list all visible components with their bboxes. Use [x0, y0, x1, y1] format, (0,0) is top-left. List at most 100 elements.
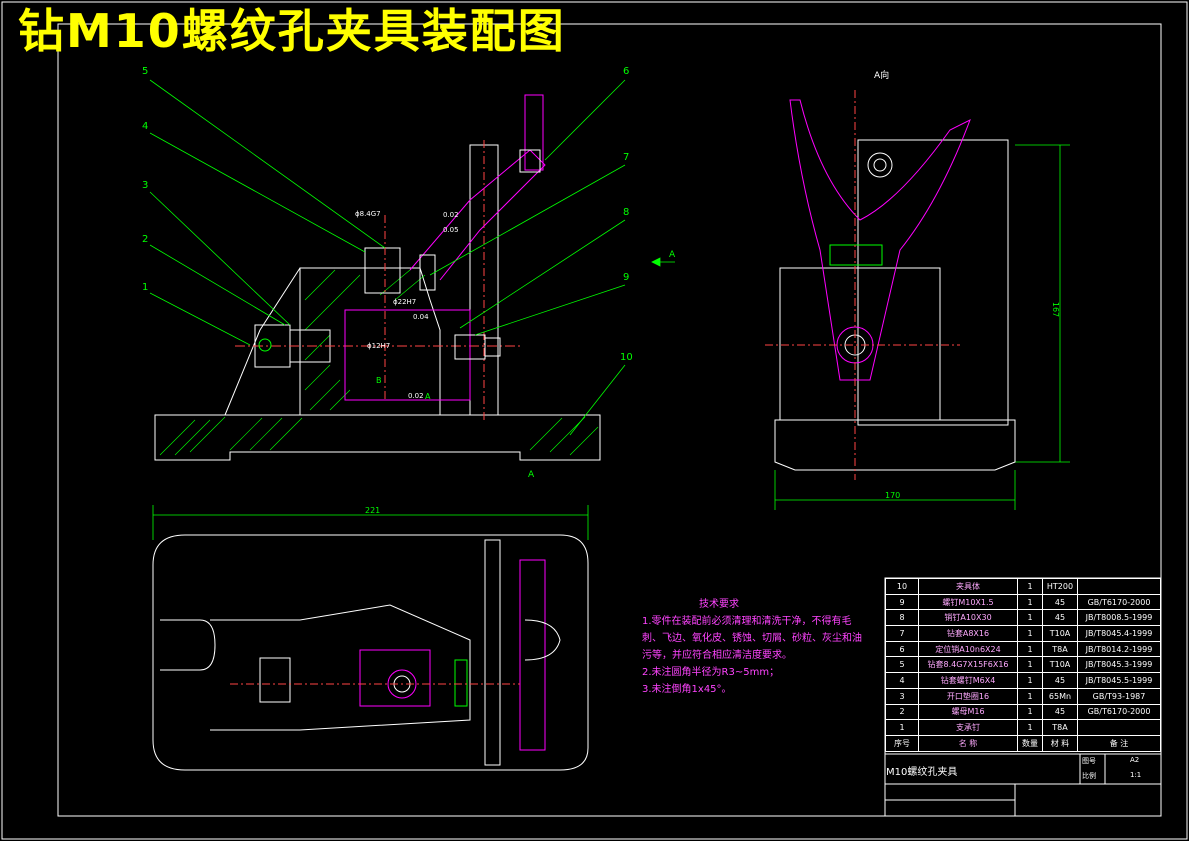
bom-cell-no: 4 — [885, 672, 919, 689]
callout-7: 7 — [623, 152, 630, 163]
bom-cell-standard: JB/T8045.5-1999 — [1077, 672, 1161, 689]
callout-10: 10 — [620, 352, 633, 363]
bom-cell-name: 定位销A10n6X24 — [918, 640, 1018, 658]
bom-cell-no: 6 — [885, 640, 919, 658]
dim-170: 170 — [885, 491, 901, 500]
bom-cell-material: T8A — [1042, 640, 1078, 658]
bom-header-qty: 数量 — [1017, 734, 1043, 752]
tech-line: 2.未注圆角半径为R3~5mm； — [642, 667, 780, 678]
title-block-sheet-label: 图号 — [1082, 757, 1096, 765]
bom-cell-standard: GB/T93-1987 — [1077, 687, 1161, 705]
tol-perp: 0.04 — [413, 313, 429, 321]
callout-1: 1 — [142, 282, 149, 293]
bom-cell-name: 螺钉M10X1.5 — [918, 593, 1018, 611]
tech-heading: 技术要求 — [699, 599, 739, 610]
bom-cell-qty: 1 — [1017, 672, 1043, 689]
bom-cell-material: 45 — [1042, 593, 1078, 611]
bom-cell-qty: 1 — [1017, 593, 1043, 611]
bom-cell-no: 3 — [885, 687, 919, 705]
tol-flat: 0.05 — [443, 226, 459, 234]
bom-cell-material: T10A — [1042, 625, 1078, 642]
bom-header-no: 序号 — [885, 734, 919, 752]
dim-bore: ϕ22H7 — [393, 298, 417, 306]
front-section-view — [154, 94, 601, 461]
bom-cell-standard: JB/T8014.2-1999 — [1077, 640, 1161, 658]
tol-parallel: 0.02 — [443, 211, 459, 219]
title-block-name: M10螺纹孔夹具 — [886, 767, 958, 778]
bom-cell-qty: 1 — [1017, 656, 1043, 674]
dim-pin: ϕ12H7 — [367, 342, 391, 350]
bom-cell-no: 1 — [885, 719, 919, 736]
bom-cell-standard: JB/T8008.5-1999 — [1077, 609, 1161, 627]
bom-header-material: 材 料 — [1042, 734, 1078, 752]
bom-cell-material: 45 — [1042, 609, 1078, 627]
bom-cell-standard: GB/T6170-2000 — [1077, 703, 1161, 721]
bom-cell-name: 钻套8.4G7X15F6X16 — [918, 656, 1018, 674]
callout-2: 2 — [142, 234, 149, 245]
callout-9: 9 — [623, 272, 630, 283]
tol-bottom: 0.02 — [408, 392, 424, 400]
inner-frame — [57, 23, 1162, 817]
title-block-scale-label: 比例 — [1082, 772, 1096, 780]
tech-line: 3.未注倒角1x45°。 — [642, 684, 732, 695]
callout-6: 6 — [623, 66, 630, 77]
bom-header-name: 名 称 — [918, 734, 1018, 752]
bom-cell-material: HT200 — [1042, 578, 1078, 595]
technical-requirements: 技术要求 1.零件在装配前必须清理和清洗干净，不得有毛 刺、飞边、氧化皮、锈蚀、… — [642, 596, 862, 698]
callout-4: 4 — [142, 121, 149, 132]
bom-cell-standard — [1077, 719, 1161, 736]
callout-8: 8 — [623, 207, 630, 218]
bom-cell-name: 销钉A10X30 — [918, 609, 1018, 627]
datum-b-label: B — [376, 376, 382, 385]
bom-cell-standard: JB/T8045.4-1999 — [1077, 625, 1161, 642]
bom-cell-no: 7 — [885, 625, 919, 642]
bom-cell-qty: 1 — [1017, 578, 1043, 595]
bom-cell-material: 45 — [1042, 672, 1078, 689]
bom-cell-name: 夹具体 — [918, 578, 1018, 595]
bom-cell-qty: 1 — [1017, 719, 1043, 736]
view-label-a: A向 — [874, 71, 890, 81]
bom-cell-qty: 1 — [1017, 609, 1043, 627]
dim-hole: ϕ8.4G7 — [355, 210, 381, 218]
dim-167: 167 — [1051, 301, 1061, 318]
bom-cell-no: 9 — [885, 593, 919, 611]
tech-line: 刺、飞边、氧化皮、锈蚀、切屑、砂粒、灰尘和油 — [642, 633, 862, 644]
callout-5: 5 — [142, 66, 149, 77]
section-arrow-label: A — [669, 250, 676, 260]
bom-cell-qty: 1 — [1017, 687, 1043, 705]
title-block-scale-value: 1:1 — [1130, 771, 1142, 779]
tech-line: 1.零件在装配前必须清理和清洗干净，不得有毛 — [642, 616, 852, 627]
bom-cell-material: T8A — [1042, 719, 1078, 736]
bom-cell-no: 2 — [885, 703, 919, 721]
bom-cell-no: 5 — [885, 656, 919, 674]
bom-cell-qty: 1 — [1017, 703, 1043, 721]
bom-cell-standard: JB/T8045.3-1999 — [1077, 656, 1161, 674]
bom-cell-no: 10 — [885, 578, 919, 595]
datum-a-label: A — [425, 392, 431, 401]
bom-cell-standard: GB/T6170-2000 — [1077, 593, 1161, 611]
bom-cell-name: 开口垫圈16 — [918, 687, 1018, 705]
dim-221: 221 — [365, 506, 381, 515]
bom-header-row: 序号名 称数量材 料备 注 — [885, 734, 1161, 752]
top-view — [152, 534, 589, 771]
bom-cell-name: 螺母M16 — [918, 703, 1018, 721]
bom-cell-standard — [1077, 578, 1161, 595]
tech-line: 污等，并应符合相应清洁度要求。 — [642, 650, 792, 661]
bom-cell-name: 钻套A8X16 — [918, 625, 1018, 642]
leader-lines — [149, 79, 1070, 540]
section-marker: A — [528, 470, 535, 480]
side-view — [765, 90, 1016, 480]
